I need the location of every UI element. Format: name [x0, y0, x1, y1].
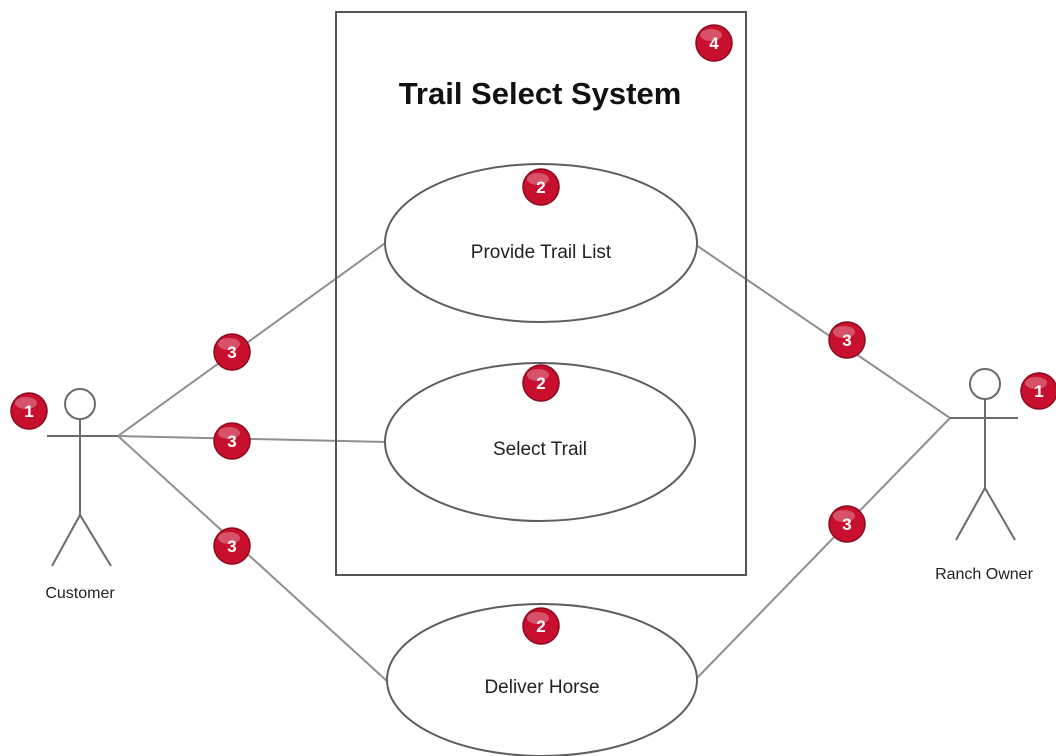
badge-association-ranch-owner-deliver-horse: 3	[828, 505, 866, 543]
use-case-provide-trail-list: Provide Trail List	[384, 163, 698, 323]
badge-number: 1	[1034, 382, 1043, 401]
actor-head	[969, 368, 1001, 400]
badge-number: 4	[709, 34, 719, 53]
badge-select-trail: 2	[522, 364, 560, 402]
actor-ranch-owner: Ranch Owner	[935, 368, 1034, 583]
badge-association-customer-provide-trail-list: 3	[213, 333, 251, 371]
use-case-deliver-horse: Deliver Horse	[386, 603, 698, 756]
association-ranch-owner-deliver-horse	[696, 417, 951, 679]
use-case-label: Provide Trail List	[471, 242, 612, 263]
use-case-ellipse	[384, 362, 696, 522]
actor-customer: Customer	[45, 388, 118, 602]
badge-association-customer-select-trail: 3	[213, 422, 251, 460]
badge-system: 4	[695, 24, 733, 62]
use-case-select-trail: Select Trail	[384, 362, 696, 522]
badge-number: 2	[536, 374, 545, 393]
use-case-ellipse	[386, 603, 698, 756]
association-ranch-owner-provide-trail-list	[695, 244, 951, 419]
badge-number: 2	[536, 617, 545, 636]
badge-customer: 1	[10, 392, 48, 430]
actor-left-leg	[51, 514, 81, 567]
badge-number: 2	[536, 178, 545, 197]
actor-left-leg	[955, 487, 986, 541]
badge-deliver-horse: 2	[522, 607, 560, 645]
badge-association-ranch-owner-provide-trail-list: 3	[828, 321, 866, 359]
badge-ranch-owner: 1	[1020, 372, 1056, 410]
use-case-label: Select Trail	[493, 439, 587, 460]
association-customer-select-trail	[117, 435, 386, 443]
use-case-label: Deliver Horse	[484, 677, 599, 698]
badge-provide-trail-list: 2	[522, 168, 560, 206]
association-lines	[117, 240, 951, 683]
actor-head	[64, 388, 96, 420]
badge-number: 3	[842, 331, 851, 350]
badge-number: 3	[227, 343, 236, 362]
badge-number: 3	[227, 537, 236, 556]
badge-association-customer-deliver-horse: 3	[213, 527, 251, 565]
use-case-ellipse	[384, 163, 698, 323]
system-boundary	[335, 11, 747, 576]
association-customer-deliver-horse	[117, 435, 389, 683]
badge-number: 3	[227, 432, 236, 451]
association-customer-provide-trail-list	[117, 240, 389, 437]
badge-number: 1	[24, 402, 33, 421]
actor-label: Customer	[45, 585, 115, 602]
badge-number: 3	[842, 515, 851, 534]
actor-right-leg	[984, 487, 1016, 541]
system-title: Trail Select System	[399, 76, 682, 111]
actor-right-leg	[79, 514, 112, 567]
actor-label: Ranch Owner	[935, 566, 1033, 583]
